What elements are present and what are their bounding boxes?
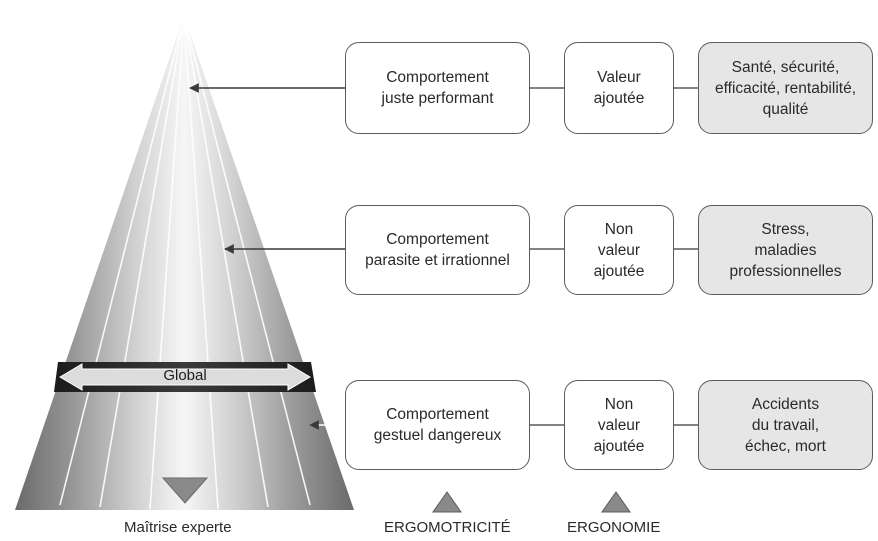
value-box-2: Non valeur ajoutée xyxy=(564,205,674,295)
ergomotricite-label: ERGOMOTRICITÉ xyxy=(384,519,511,536)
behavior-box-1: Comportement juste performant xyxy=(345,42,530,134)
ergonomie-label: ERGONOMIE xyxy=(567,519,661,536)
ergomotricite-marker xyxy=(432,491,462,513)
global-double-arrow xyxy=(59,363,311,391)
box-connectors xyxy=(530,87,698,426)
outcome-box-3: Accidents du travail, échec, mort xyxy=(698,380,873,470)
ergonomie-marker xyxy=(601,491,631,513)
value-box-3: Non valeur ajoutée xyxy=(564,380,674,470)
behavior-box-2: Comportement parasite et irrationnel xyxy=(345,205,530,295)
outcome-box-2: Stress, maladies professionnelles xyxy=(698,205,873,295)
value-box-1: Valeur ajoutée xyxy=(564,42,674,134)
cone-facets xyxy=(59,15,311,510)
behavior-box-3: Comportement gestuel dangereux xyxy=(345,380,530,470)
cone-body xyxy=(15,16,354,510)
outcome-box-1: Santé, sécurité, efficacité, rentabilité… xyxy=(698,42,873,134)
global-band-label: Global xyxy=(163,367,207,384)
cone-base-marker xyxy=(161,477,209,504)
cone-base-label: Maîtrise experte xyxy=(124,519,232,536)
